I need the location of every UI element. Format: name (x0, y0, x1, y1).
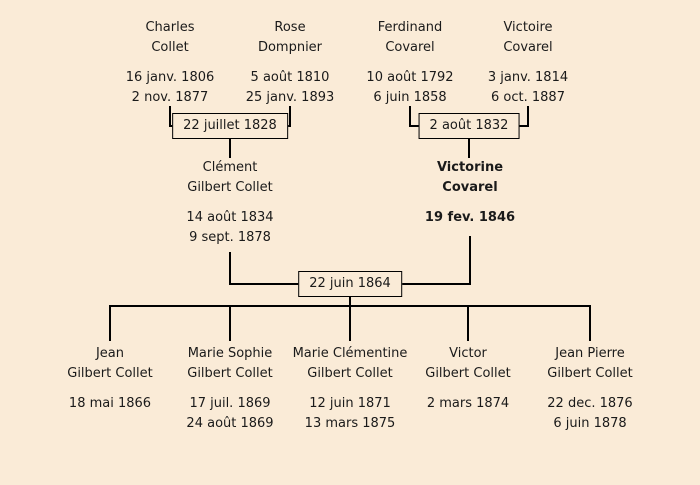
name-line-1: Charles (145, 20, 195, 35)
name-line-1: Jean (95, 346, 125, 361)
name-line-1: Rose (274, 20, 306, 35)
person-jean-gilbert-collet: Jean Gilbert Collet 18 mai 1866 (35, 344, 185, 414)
death-date: 6 juin 1858 (373, 90, 447, 105)
birth-date: 5 août 1810 (250, 70, 330, 85)
birth-date: 14 août 1834 (186, 210, 274, 225)
person-dates: 2 mars 1874 (393, 394, 543, 414)
death-date: 9 sept. 1878 (189, 230, 271, 245)
person-dates: 12 juin 1871 13 mars 1875 (275, 394, 425, 434)
connector-line (469, 236, 471, 285)
person-name: Jean Pierre Gilbert Collet (515, 344, 665, 384)
person-dates: 16 janv. 1806 2 nov. 1877 (100, 68, 240, 108)
name-line-2: Dompnier (257, 40, 323, 55)
person-dates: 19 fev. 1846 (400, 208, 540, 228)
person-ferdinand-covarel: Ferdinand Covarel 10 août 1792 6 juin 18… (340, 18, 480, 108)
connector-line (229, 126, 231, 158)
person-dates: 18 mai 1866 (35, 394, 185, 414)
name-line-2: Covarel (503, 40, 553, 55)
connector-line (409, 106, 411, 127)
birth-date: 12 juin 1871 (309, 396, 391, 411)
person-name: Victoire Covarel (458, 18, 598, 58)
name-line-1: Marie Sophie (187, 346, 273, 361)
name-line-2: Gilbert Collet (307, 366, 393, 381)
birth-date: 22 dec. 1876 (547, 396, 633, 411)
person-name: Marie Clémentine Gilbert Collet (275, 344, 425, 384)
person-name: Marie Sophie Gilbert Collet (155, 344, 305, 384)
person-name: Victorine Covarel (400, 158, 540, 198)
name-line-2: Covarel (385, 40, 435, 55)
person-name: Charles Collet (100, 18, 240, 58)
birth-date: 18 mai 1866 (68, 396, 152, 411)
death-date: 25 janv. 1893 (245, 90, 335, 105)
person-dates: 5 août 1810 25 janv. 1893 (220, 68, 360, 108)
marriage-date-1832: 2 août 1832 (418, 113, 520, 139)
name-line-1: Ferdinand (377, 20, 443, 35)
death-date: 13 mars 1875 (304, 416, 396, 431)
person-jean-pierre-gilbert-collet: Jean Pierre Gilbert Collet 22 dec. 1876 … (515, 344, 665, 434)
death-date: 6 juin 1878 (553, 416, 627, 431)
person-victor-gilbert-collet: Victor Gilbert Collet 2 mars 1874 (393, 344, 543, 414)
birth-date: 16 janv. 1806 (125, 70, 215, 85)
person-dates: 22 dec. 1876 6 juin 1878 (515, 394, 665, 434)
name-line-1: Marie Clémentine (292, 346, 408, 361)
name-line-1: Jean Pierre (555, 346, 625, 361)
birth-date: 19 fev. 1846 (424, 210, 516, 225)
person-name: Ferdinand Covarel (340, 18, 480, 58)
connector-line (109, 305, 111, 341)
connector-line (349, 305, 351, 341)
connector-line (589, 305, 591, 341)
person-dates: 3 janv. 1814 6 oct. 1887 (458, 68, 598, 108)
name-line-2: Gilbert Collet (187, 180, 273, 195)
connector-line (468, 126, 470, 158)
marriage-date-1828: 22 juillet 1828 (172, 113, 288, 139)
name-line-1: Clément (202, 160, 258, 175)
birth-date: 3 janv. 1814 (487, 70, 569, 85)
person-charles-collet: Charles Collet 16 janv. 1806 2 nov. 1877 (100, 18, 240, 108)
marriage-date-1864: 22 juin 1864 (298, 271, 402, 297)
name-line-2: Covarel (442, 180, 498, 195)
name-line-2: Collet (151, 40, 189, 55)
birth-date: 17 juil. 1869 (189, 396, 271, 411)
connector-line (169, 106, 171, 127)
person-victoire-covarel: Victoire Covarel 3 janv. 1814 6 oct. 188… (458, 18, 598, 108)
person-name: Clément Gilbert Collet (160, 158, 300, 198)
name-line-2: Gilbert Collet (67, 366, 153, 381)
name-line-1: Victorine (436, 160, 504, 175)
person-dates: 17 juil. 1869 24 août 1869 (155, 394, 305, 434)
name-line-2: Gilbert Collet (187, 366, 273, 381)
death-date: 24 août 1869 (186, 416, 274, 431)
person-victorine-covarel: Victorine Covarel 19 fev. 1846 (400, 158, 540, 228)
name-line-2: Gilbert Collet (547, 366, 633, 381)
name-line-1: Victor (449, 346, 487, 361)
connector-line (467, 305, 469, 341)
person-name: Rose Dompnier (220, 18, 360, 58)
name-line-1: Victoire (503, 20, 553, 35)
connector-line (229, 252, 231, 285)
person-clement-gilbert-collet: Clément Gilbert Collet 14 août 1834 9 se… (160, 158, 300, 248)
person-rose-dompnier: Rose Dompnier 5 août 1810 25 janv. 1893 (220, 18, 360, 108)
person-name: Jean Gilbert Collet (35, 344, 185, 384)
birth-date: 10 août 1792 (366, 70, 454, 85)
person-dates: 14 août 1834 9 sept. 1878 (160, 208, 300, 248)
birth-date: 2 mars 1874 (426, 396, 510, 411)
person-marie-sophie-gilbert-collet: Marie Sophie Gilbert Collet 17 juil. 186… (155, 344, 305, 434)
connector-line (229, 305, 231, 341)
person-name: Victor Gilbert Collet (393, 344, 543, 384)
name-line-2: Gilbert Collet (425, 366, 511, 381)
death-date: 2 nov. 1877 (131, 90, 209, 105)
death-date: 6 oct. 1887 (491, 90, 565, 105)
connector-line (527, 106, 529, 127)
connector-line (289, 106, 291, 127)
person-dates: 10 août 1792 6 juin 1858 (340, 68, 480, 108)
person-marie-clementine-gilbert-collet: Marie Clémentine Gilbert Collet 12 juin … (275, 344, 425, 434)
